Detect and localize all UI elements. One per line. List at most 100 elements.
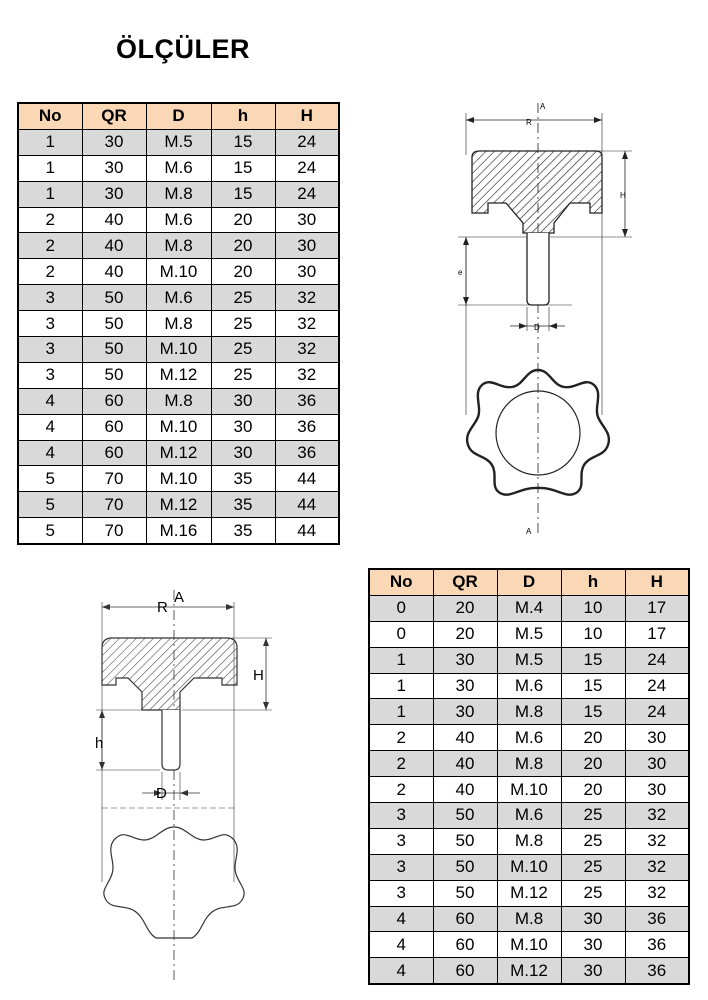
table-cell: 60 [81, 439, 147, 467]
table-cell: 1 [17, 128, 83, 156]
table-cell: 60 [432, 957, 498, 985]
table-cell: 3 [17, 310, 83, 338]
table-cell: 30 [624, 776, 690, 804]
table-cell: 30 [81, 180, 147, 208]
table-cell: M.10 [145, 336, 212, 363]
table-cell: 3 [17, 284, 83, 312]
table-cell: 36 [274, 413, 340, 441]
table-cell: M.12 [145, 361, 212, 389]
table-cell: 4 [368, 931, 434, 959]
table-cell: 32 [274, 361, 340, 389]
table-cell: 25 [210, 310, 276, 338]
table-cell: 30 [432, 646, 498, 674]
table-cell: M.5 [145, 128, 212, 156]
table-cell: M.10 [145, 258, 212, 286]
table-cell: M.12 [145, 491, 212, 519]
table-cell: 15 [210, 128, 276, 156]
knob-drawing-2: A R H h D [95, 589, 272, 982]
table-cell: 36 [624, 905, 690, 933]
table-cell: 17 [624, 620, 690, 648]
table-cell: 2 [368, 724, 434, 752]
table-cell: 50 [432, 827, 498, 855]
page-title: ÖLÇÜLER [116, 34, 250, 64]
table-cell: 60 [81, 413, 147, 441]
table-cell: 25 [560, 802, 626, 829]
column-header: H [624, 568, 690, 596]
table-cell: 10 [560, 620, 626, 648]
table-cell: M.8 [496, 827, 562, 855]
table-cell: 30 [274, 232, 340, 260]
table-cell: 3 [368, 802, 434, 829]
table-cell: 35 [210, 491, 276, 519]
table-cell: M.5 [496, 620, 562, 648]
table-cell: 24 [274, 154, 340, 182]
table-cell: 0 [368, 594, 434, 622]
table-cell: M.10 [145, 465, 212, 493]
table-cell: 4 [368, 957, 434, 985]
table-cell: M.8 [145, 387, 212, 415]
table-cell: 25 [210, 361, 276, 389]
table-cell: 4 [17, 387, 83, 415]
table-cell: 4 [368, 905, 434, 933]
table-cell: 30 [432, 672, 498, 700]
label-h-upper: H [620, 191, 626, 200]
column-header: h [210, 102, 276, 130]
table-cell: 60 [432, 905, 498, 933]
table-cell: 24 [624, 646, 690, 674]
table-cell: M.6 [145, 284, 212, 312]
label-h-lower-2: h [95, 735, 103, 752]
table-cell: 20 [432, 594, 498, 622]
table-cell: 30 [560, 931, 626, 959]
table-cell: 4 [17, 413, 83, 441]
table-cell: 32 [624, 827, 690, 855]
table-cell: 15 [560, 672, 626, 700]
table-cell: 3 [368, 879, 434, 907]
table-cell: 50 [432, 853, 498, 881]
label-d-2: D [156, 785, 167, 802]
table-cell: 36 [624, 931, 690, 959]
label-r-2: R [157, 599, 168, 616]
table-cell: M.12 [496, 879, 562, 907]
table-cell: 60 [81, 387, 147, 415]
table-cell: 32 [624, 879, 690, 907]
table-cell: M.8 [145, 180, 212, 208]
table-cell: 30 [210, 387, 276, 415]
column-header: QR [81, 102, 147, 130]
table-cell: 30 [210, 413, 276, 441]
table-cell: 32 [624, 802, 690, 829]
table-cell: 35 [210, 517, 276, 545]
table-cell: 30 [560, 905, 626, 933]
table-cell: 70 [81, 465, 147, 493]
table-cell: 5 [17, 517, 83, 545]
table-cell: 32 [274, 336, 340, 363]
table-cell: 3 [368, 827, 434, 855]
table-cell: 15 [210, 154, 276, 182]
table-cell: 30 [274, 206, 340, 234]
table-cell: 20 [210, 232, 276, 260]
table-cell: M.6 [145, 154, 212, 182]
table-cell: M.10 [145, 413, 212, 441]
table-cell: 0 [368, 620, 434, 648]
table-cell: 36 [274, 439, 340, 467]
table-cell: 15 [560, 698, 626, 726]
table-cell: 50 [432, 879, 498, 907]
table-cell: 15 [560, 646, 626, 674]
table-cell: 32 [624, 853, 690, 881]
table-cell: 40 [432, 750, 498, 778]
table-cell: 40 [432, 776, 498, 804]
table-cell: M.10 [496, 931, 562, 959]
